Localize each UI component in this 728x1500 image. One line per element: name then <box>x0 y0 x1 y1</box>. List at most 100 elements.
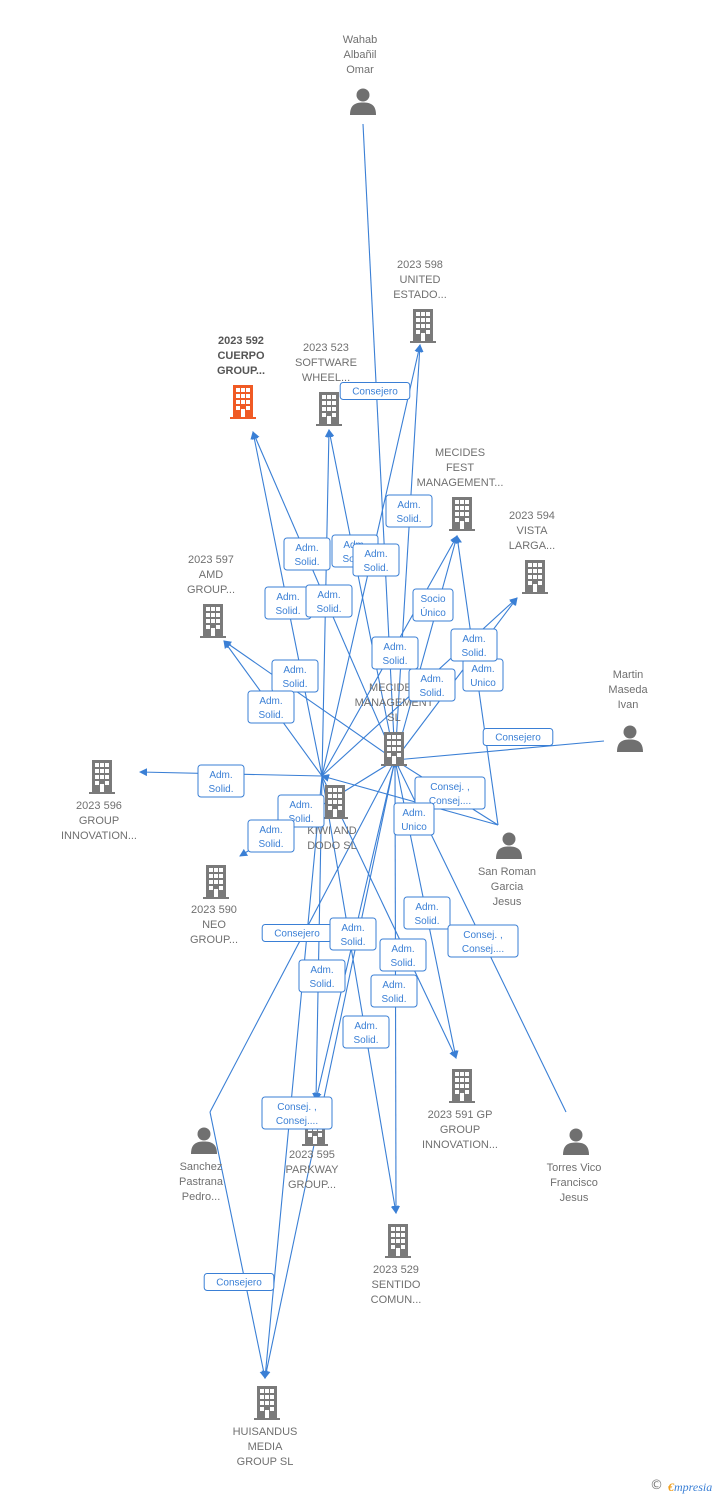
relation-badge[interactable]: Adm.Solid. <box>283 537 331 571</box>
relation-badge[interactable]: Adm.Solid. <box>408 668 456 702</box>
badge-box <box>277 794 325 828</box>
badge-box <box>247 690 295 724</box>
relation-badge[interactable]: Adm.Solid. <box>379 938 427 972</box>
badge-box <box>352 543 400 577</box>
building-icon <box>410 309 436 343</box>
node-amd[interactable]: 2023 597AMDGROUP... <box>187 554 235 638</box>
building-icon <box>449 497 475 531</box>
copyright-symbol: © <box>650 1478 663 1493</box>
relation-badge[interactable]: Adm.Solid. <box>305 584 353 618</box>
badge-box <box>247 819 295 853</box>
relation-badge[interactable]: Adm.Solid. <box>342 1015 390 1049</box>
node-label-line: 2023 596 <box>76 800 122 812</box>
node-label-line: 2023 598 <box>397 259 443 271</box>
badge-box <box>339 382 411 400</box>
relation-badge[interactable]: Adm.Solid. <box>450 628 498 662</box>
edge-sanroman-kiwi <box>321 774 499 826</box>
node-label-line: Wahab <box>343 34 377 46</box>
node-label-line: KIWI AND <box>307 825 357 837</box>
badge-box <box>371 636 419 670</box>
badge-label: Solid. <box>353 1035 378 1046</box>
relation-badge[interactable]: Adm.Solid. <box>264 586 312 620</box>
node-label-line: CUERPO <box>217 350 265 362</box>
node-united[interactable]: 2023 598UNITEDESTADO... <box>393 259 447 343</box>
relation-badge[interactable]: Adm.Unico <box>393 802 435 836</box>
edge-kiwi-sentido <box>321 775 399 1214</box>
empresia-logo[interactable]: €mpresia <box>668 1480 712 1495</box>
node-vista[interactable]: 2023 594VISTALARGA... <box>509 510 555 594</box>
node-parkway[interactable]: 2023 595PARKWAYGROUP... <box>286 1112 340 1191</box>
node-sentido[interactable]: 2023 529SENTIDOCOMUN... <box>371 1224 422 1306</box>
relation-badge[interactable]: Adm.Solid. <box>298 959 346 993</box>
edge-kiwi-huisandus <box>261 775 323 1379</box>
node-label-line: PARKWAY <box>286 1164 340 1176</box>
badge-box <box>370 974 418 1008</box>
relation-badge[interactable]: Consejero <box>203 1273 275 1291</box>
relation-badge[interactable]: Adm.Solid. <box>352 543 400 577</box>
node-label-line: Torres Vico <box>547 1162 602 1174</box>
relation-badge[interactable]: Adm.Solid. <box>247 690 295 724</box>
node-label-line: HUISANDUS <box>233 1426 298 1438</box>
badge-label: Adm. <box>259 696 282 707</box>
relation-badge[interactable]: Adm.Solid. <box>403 896 451 930</box>
node-label-line: COMUN... <box>371 1294 422 1306</box>
edge-martin-mecidesmgmt <box>394 740 605 764</box>
relation-badge[interactable]: Adm.Solid. <box>385 494 433 528</box>
badge-box <box>305 584 353 618</box>
badge-label: Adm. <box>415 902 438 913</box>
badge-label: Solid. <box>396 514 421 525</box>
badge-label: Adm. <box>295 543 318 554</box>
edge-mecidesmgmt-software <box>326 429 396 761</box>
node-label-line: MECIDES <box>435 447 485 459</box>
node-cuerpo[interactable]: 2023 592CUERPOGROUP... <box>217 335 265 419</box>
node-gp591[interactable]: 2023 591 GPGROUPINNOVATION... <box>422 1069 498 1151</box>
relation-badge[interactable]: Consejero <box>261 924 333 942</box>
node-label-line: Jesus <box>493 896 522 908</box>
relation-badge[interactable]: Consejero <box>482 728 554 746</box>
badge-box <box>414 776 486 810</box>
node-neo[interactable]: 2023 590NEOGROUP... <box>190 865 238 946</box>
relation-badge[interactable]: Consej. ,Consej.... <box>261 1096 333 1130</box>
relation-badge[interactable]: Adm.Solid. <box>329 917 377 951</box>
node-label-line: MEDIA <box>248 1441 284 1453</box>
edge-mecidesmgmt-united <box>394 344 424 761</box>
badge-box <box>283 537 331 571</box>
relation-badge[interactable]: Adm.Solid. <box>197 764 245 798</box>
relation-badge[interactable]: Adm.Solid. <box>271 659 319 693</box>
relation-badge[interactable]: Adm.Solid. <box>247 819 295 853</box>
relation-badge[interactable]: Adm.Solid. <box>370 974 418 1008</box>
node-sanchez[interactable]: SanchezPastranaPedro... <box>179 1127 224 1204</box>
node-label-line: Martin <box>613 669 644 681</box>
relation-badge[interactable]: Consejero <box>339 382 411 400</box>
relation-badge[interactable]: Adm.Solid. <box>277 794 325 828</box>
badge-label: Solid. <box>419 688 444 699</box>
node-label-line: 2023 523 <box>303 342 349 354</box>
badge-box <box>298 959 346 993</box>
badge-label: Solid. <box>381 994 406 1005</box>
relation-badge[interactable]: Adm.Unico <box>462 658 504 692</box>
badge-box <box>393 802 435 836</box>
badge-box <box>408 668 456 702</box>
node-label-line: Garcia <box>491 881 524 893</box>
node-mecidesfest[interactable]: MECIDESFESTMANAGEMENT... <box>417 447 504 531</box>
badge-label: Solid. <box>282 679 307 690</box>
badge-label: Consej. , <box>430 782 469 793</box>
relation-badge[interactable]: Adm.Solid. <box>371 636 419 670</box>
node-software[interactable]: 2023 523SOFTWAREWHEEL... <box>295 342 357 426</box>
building-icon <box>89 760 115 794</box>
relation-badge[interactable]: Consej. ,Consej.... <box>447 924 519 958</box>
badge-label: Solid. <box>208 784 233 795</box>
node-g596[interactable]: 2023 596GROUPINNOVATION... <box>61 760 137 842</box>
badge-label: Adm. <box>276 592 299 603</box>
relation-badge[interactable]: Consej. ,Consej.... <box>414 776 486 810</box>
